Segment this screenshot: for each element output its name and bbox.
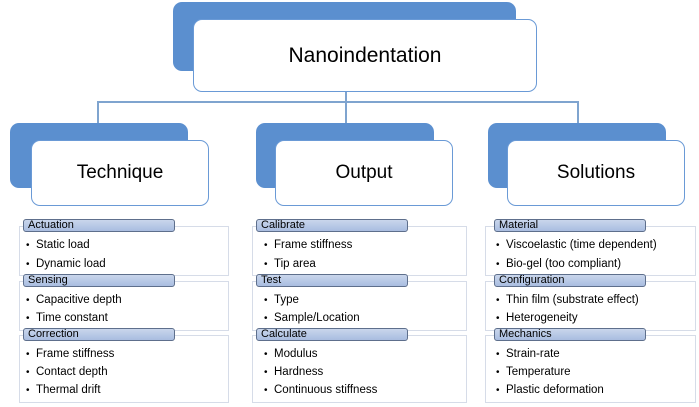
technique-item: •Frame stiffness — [26, 348, 115, 360]
solutions-subheader-mechanics: Mechanics — [494, 328, 646, 341]
solutions-subheader-material: Material — [494, 219, 646, 232]
output-item: •Modulus — [264, 348, 318, 360]
technique-subheader-correction: Correction — [23, 328, 175, 341]
solutions-group-mechanics — [485, 335, 696, 403]
solutions-item: •Temperature — [496, 366, 571, 378]
connector-technique — [97, 101, 99, 123]
solutions-subheader-configuration: Configuration — [494, 274, 646, 287]
technique-heading: Technique — [76, 162, 164, 183]
technique-subheader-sensing: Sensing — [23, 274, 175, 287]
technique-subheader-actuation: Actuation — [23, 219, 175, 232]
output-item: •Sample/Location — [264, 312, 360, 324]
connector-output — [345, 101, 347, 123]
solutions-item: •Plastic deformation — [496, 384, 604, 396]
solutions-item: •Bio-gel (too compliant) — [496, 258, 622, 270]
output-item: •Continuous stiffness — [264, 384, 378, 396]
solutions-item: •Strain-rate — [496, 348, 560, 360]
solutions-heading: Solutions — [556, 162, 636, 183]
solutions-group-configuration — [485, 281, 696, 331]
technique-item: •Contact depth — [26, 366, 108, 378]
output-item: •Frame stiffness — [264, 239, 353, 251]
output-item: •Tip area — [264, 258, 316, 270]
solutions-group-material — [485, 226, 696, 276]
output-box: Output — [275, 140, 453, 206]
output-subheader-test: Test — [256, 274, 408, 287]
output-item: •Hardness — [264, 366, 324, 378]
solutions-item: •Heterogeneity — [496, 312, 578, 324]
diagram-title: Nanoindentation — [288, 43, 442, 67]
solutions-item: •Viscoelastic (time dependent) — [496, 239, 657, 251]
technique-item: •Capacitive depth — [26, 294, 122, 306]
output-item: •Type — [264, 294, 299, 306]
output-subheader-calibrate: Calibrate — [256, 219, 408, 232]
title-box: Nanoindentation — [193, 19, 537, 92]
technique-item: •Time constant — [26, 312, 108, 324]
technique-item: •Static load — [26, 239, 90, 251]
solutions-item: •Thin film (substrate effect) — [496, 294, 639, 306]
connector-title-down — [345, 92, 347, 102]
solutions-box: Solutions — [507, 140, 685, 206]
output-heading: Output — [335, 162, 393, 183]
connector-horizontal — [97, 101, 578, 103]
technique-item: •Thermal drift — [26, 384, 101, 396]
output-group-calculate — [252, 335, 467, 403]
technique-box: Technique — [31, 140, 209, 206]
connector-solutions — [577, 101, 579, 123]
output-subheader-calculate: Calculate — [256, 328, 408, 341]
technique-item: •Dynamic load — [26, 258, 106, 270]
